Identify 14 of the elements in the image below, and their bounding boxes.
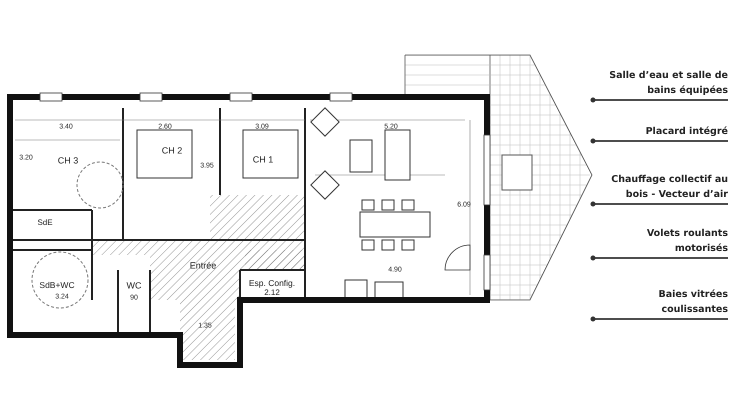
room-label: WC bbox=[126, 282, 142, 290]
feature-text: Chauffage collectif au bois - Vecteur d’air bbox=[610, 173, 728, 202]
dimension-label: 2.12 bbox=[264, 289, 280, 297]
feature-text: Volets roulants motorisés bbox=[646, 227, 728, 256]
feature-text: Baies vitrées coulissantes bbox=[657, 288, 728, 317]
room-label: CH 3 bbox=[58, 156, 78, 166]
room-label: Entrée bbox=[190, 262, 216, 270]
room-label: Esp. Config. bbox=[248, 278, 296, 288]
feature-text: Placard intégré bbox=[644, 125, 728, 139]
room-label: CH 1 bbox=[252, 156, 274, 164]
room-label: SdB+WC bbox=[39, 280, 75, 290]
room-label: SdE bbox=[37, 219, 53, 227]
room-label: CH 2 bbox=[162, 146, 182, 156]
feature-text: Salle d’eau et salle de bains équipées bbox=[608, 69, 728, 98]
